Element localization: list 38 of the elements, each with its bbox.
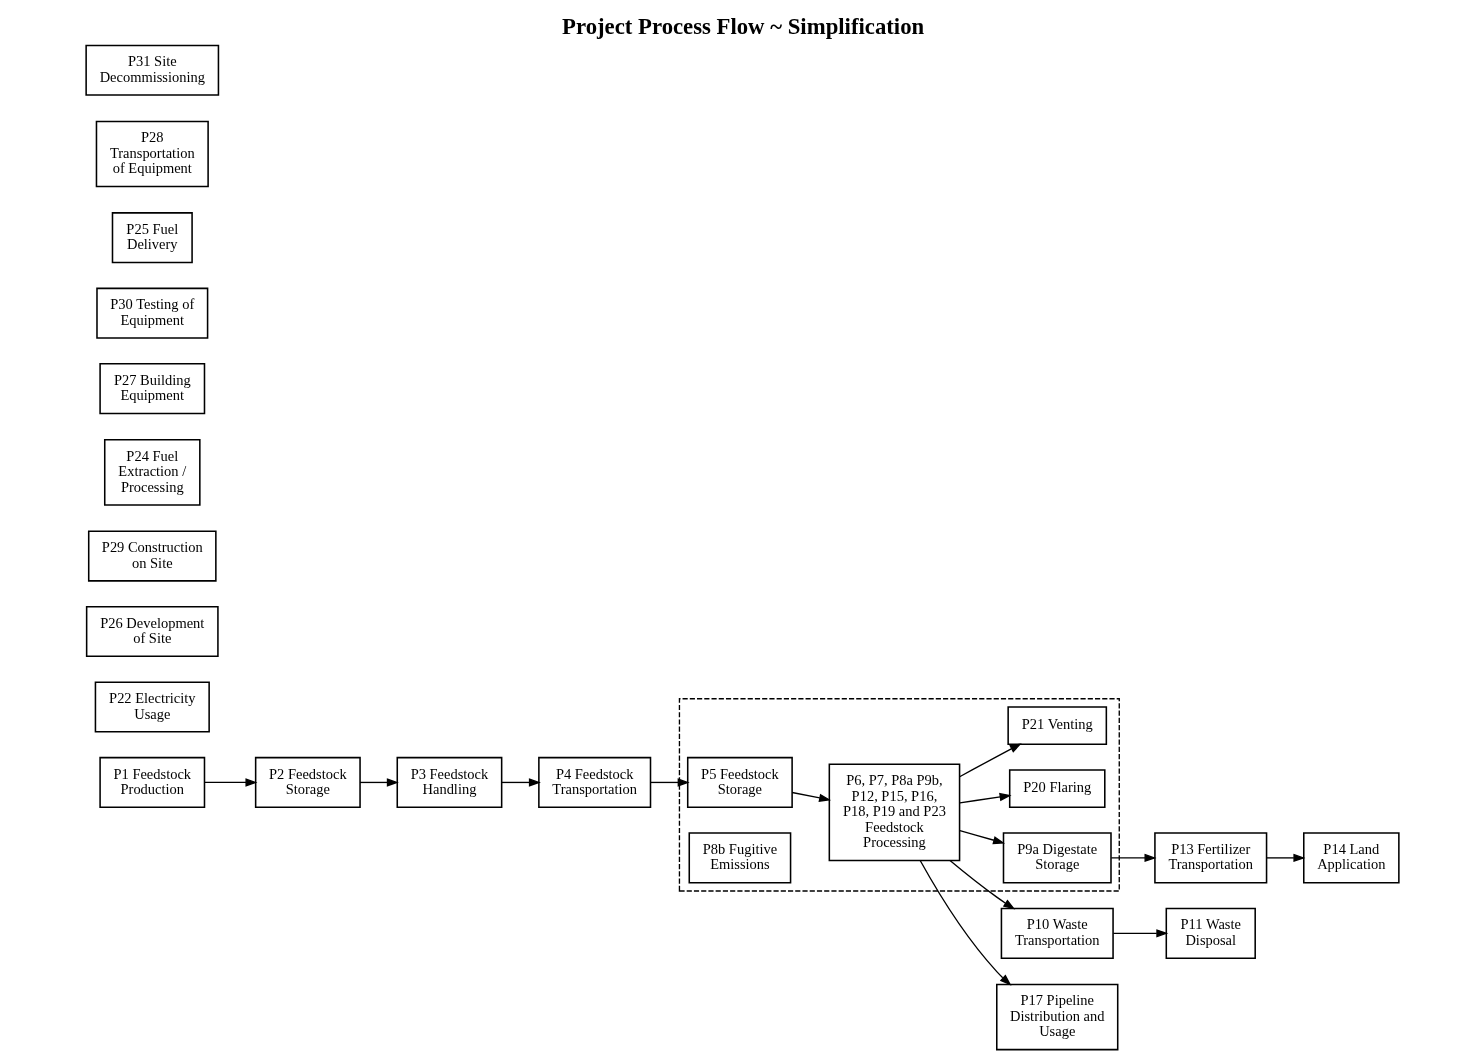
node-box: P29 Construction on Site <box>87 530 217 582</box>
node-box: P8b Fugitive Emissions <box>688 832 791 884</box>
diagram-title: Project Process Flow ~ Simplification <box>561 13 924 39</box>
arrow <box>1265 853 1305 863</box>
node-box: P22 Electricity Usage <box>94 681 210 733</box>
node-box: P5 Feedstock Storage <box>686 756 793 808</box>
arrow <box>791 791 831 802</box>
node-box: P26 Development of Site <box>85 605 219 658</box>
arrow <box>358 778 399 787</box>
arrow <box>1110 853 1156 863</box>
node-box: P1 Feedstock Production <box>98 756 205 808</box>
arrow <box>958 829 1005 845</box>
node-box: P28 Transportation of Equipment <box>95 120 209 188</box>
arrow <box>958 743 1022 778</box>
arrow <box>958 792 1012 804</box>
node-box: P25 Fuel Delivery <box>111 212 193 264</box>
node-box: P13 Fertilizer Transportation <box>1153 832 1267 884</box>
node-box: P10 Waste Transportation <box>1000 907 1114 959</box>
node-box: P9a Digestate Storage <box>1002 832 1112 884</box>
arrow <box>500 778 541 787</box>
node-box: P31 Site Decommissioning <box>84 44 219 96</box>
node-box: P24 Fuel Extraction / Processing <box>103 439 201 506</box>
arrow <box>1112 929 1168 938</box>
node-box: P20 Flaring <box>1008 769 1106 808</box>
node-box: P11 Waste Disposal <box>1165 907 1256 959</box>
node-box: P4 Feedstock Transportation <box>537 756 651 808</box>
node-box: P2 Feedstock Storage <box>254 756 361 808</box>
node-box: P6, P7, P8a P9b, P12, P15, P16, P18, P19 and P23 Feedstock Processing <box>828 763 960 862</box>
node-box: P27 Building Equipment <box>98 363 205 415</box>
node-box: P3 Feedstock Handling <box>396 756 502 808</box>
arrow <box>649 778 690 787</box>
arrow <box>948 859 1015 910</box>
node-box: P14 Land Application <box>1302 832 1400 884</box>
arrow <box>919 860 1011 986</box>
node-box: P30 Testing of Equipment <box>95 287 208 339</box>
node-box: P17 Pipeline Distribution and Usage <box>995 983 1118 1051</box>
arrow <box>203 778 257 787</box>
node-box: P21 Venting <box>1006 706 1107 745</box>
